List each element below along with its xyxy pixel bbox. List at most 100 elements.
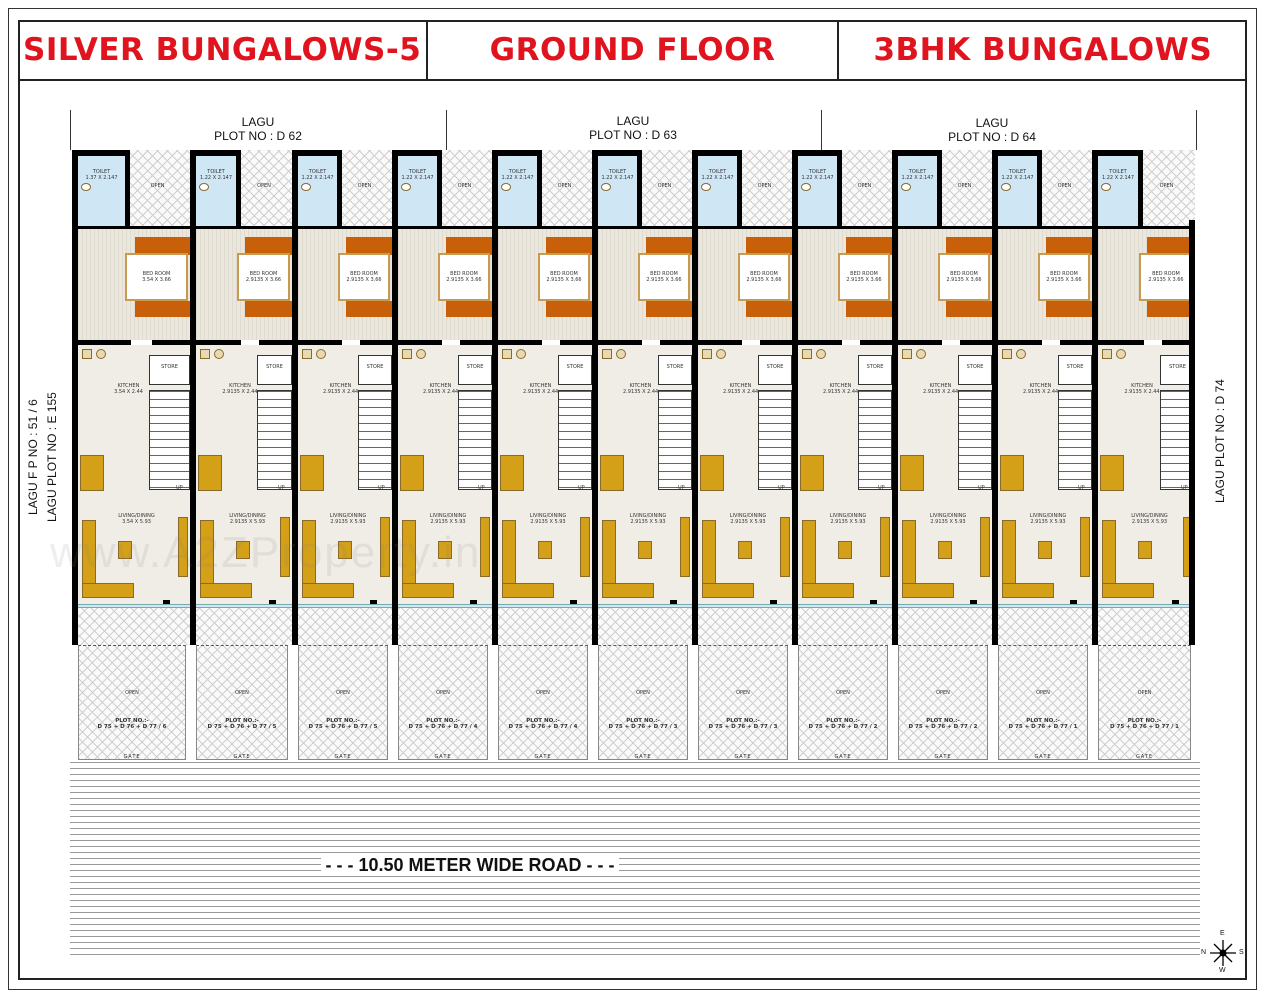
neighbor-right: LAGU PLOT NO : D 74 xyxy=(1213,379,1227,503)
plot-number: D 75 + D 76 + D 77 / 4 xyxy=(408,724,478,730)
project-title: SILVER BUNGALOWS-5 xyxy=(23,31,422,68)
tv-unit xyxy=(780,517,790,577)
boundary-line xyxy=(446,110,447,150)
column xyxy=(1070,600,1077,607)
store: STORE xyxy=(658,355,692,385)
neighbor-left-line2: LAGU PLOT NO : E 155 xyxy=(45,392,59,522)
column xyxy=(870,600,877,607)
open-court: OPEN xyxy=(437,150,492,228)
boundary-line xyxy=(70,110,71,150)
front-open-plot: OPEN PLOT NO.:- D 75 + D 76 + D 77 / 5 G… xyxy=(196,645,288,760)
wardrobe xyxy=(746,237,792,255)
front-porch xyxy=(898,608,992,645)
gate: GATE xyxy=(1135,754,1154,760)
front-porch xyxy=(798,608,892,645)
plot-number: D 75 + D 76 + D 77 / 5 xyxy=(207,724,277,730)
stair-up-label: UP xyxy=(778,485,785,491)
tv-unit xyxy=(380,517,390,577)
open-court: OPEN xyxy=(236,150,292,228)
column xyxy=(1172,600,1179,607)
store: STORE xyxy=(558,355,592,385)
front-open-plot: OPEN PLOT NO.:- D 75 + D 76 + D 77 / 6 G… xyxy=(78,645,186,760)
front-open-plot: OPEN PLOT NO.:- D 75 + D 76 + D 77 / 2 G… xyxy=(798,645,888,760)
wardrobe xyxy=(1147,237,1195,255)
tv-unit xyxy=(1080,517,1090,577)
gate: GATE xyxy=(1034,754,1052,760)
stove-icon xyxy=(516,349,526,359)
stair-up-label: UP xyxy=(878,485,885,491)
center-table xyxy=(838,541,852,559)
front-porch xyxy=(398,608,492,645)
dining-table xyxy=(1100,455,1124,491)
compass-rose-icon xyxy=(1210,940,1236,966)
open-court: OPEN xyxy=(837,150,892,228)
stove-icon xyxy=(416,349,426,359)
front-open-plot: OPEN PLOT NO.:- D 75 + D 76 + D 77 / 3 G… xyxy=(698,645,788,760)
tv-unit xyxy=(480,517,490,577)
sink-icon xyxy=(302,349,312,359)
sink-icon xyxy=(1002,349,1012,359)
gate: GATE xyxy=(434,754,452,760)
column xyxy=(770,600,777,607)
stove-icon xyxy=(716,349,726,359)
party-wall xyxy=(792,150,798,645)
open-court: OPEN xyxy=(637,150,692,228)
dining-table xyxy=(600,455,624,491)
open-court: OPEN xyxy=(1037,150,1092,228)
open-court: OPEN xyxy=(125,150,190,228)
sink-icon xyxy=(502,349,512,359)
column xyxy=(269,600,276,607)
staircase xyxy=(458,390,492,490)
staircase xyxy=(358,390,392,490)
wc-icon xyxy=(401,183,411,191)
center-table xyxy=(1038,541,1052,559)
front-open-plot: OPEN PLOT NO.:- D 75 + D 76 + D 77 / 4 G… xyxy=(498,645,588,760)
column xyxy=(970,600,977,607)
gate: GATE xyxy=(123,754,141,760)
party-wall xyxy=(992,150,998,645)
staircase xyxy=(558,390,592,490)
stove-icon xyxy=(96,349,106,359)
type-title: 3BHK BUNGALOWS xyxy=(836,20,1247,79)
center-table xyxy=(438,541,452,559)
gate: GATE xyxy=(334,754,352,760)
gate: GATE xyxy=(834,754,852,760)
sink-icon xyxy=(902,349,912,359)
store: STORE xyxy=(257,355,292,385)
center-table xyxy=(118,541,132,559)
wardrobe xyxy=(245,237,292,255)
gate: GATE xyxy=(534,754,552,760)
stair-up-label: UP xyxy=(176,485,183,491)
front-open-plot: OPEN PLOT NO.:- D 75 + D 76 + D 77 / 1 G… xyxy=(1098,645,1191,760)
title-block: SILVER BUNGALOWS-5 GROUND FLOOR 3BHK BUN… xyxy=(18,20,1247,81)
open-court: OPEN xyxy=(537,150,592,228)
store: STORE xyxy=(1058,355,1092,385)
party-wall xyxy=(692,150,698,645)
stove-icon xyxy=(616,349,626,359)
column xyxy=(470,600,477,607)
